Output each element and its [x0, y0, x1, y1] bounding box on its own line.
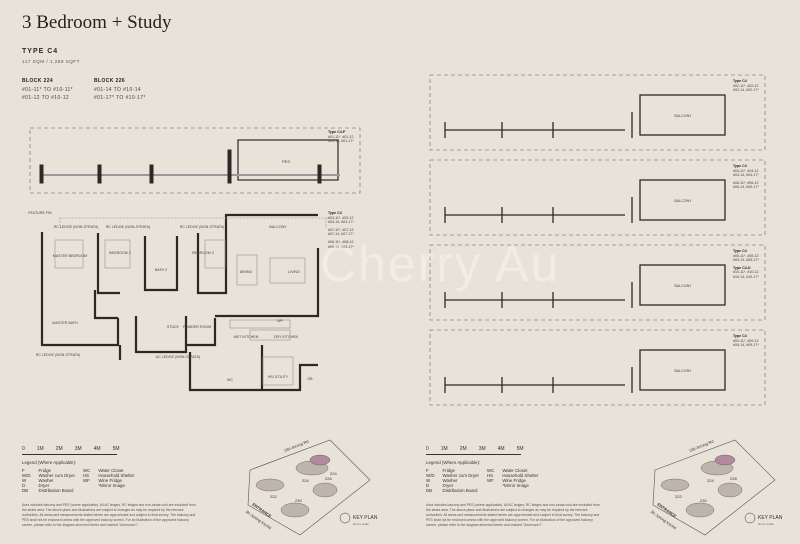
room-balcony: BALCONY [269, 225, 287, 229]
room-study: STUDY [167, 325, 180, 329]
pes-floor-plan [39, 139, 340, 184]
type-c4-label: Type C4 #03-11*, #03-12#03-14, #03-17* #… [328, 211, 354, 249]
room-bedroom-3: BEDROOM 3 [192, 251, 214, 255]
disclaimer: Area includes balcony and PES (where app… [22, 503, 196, 527]
main-floor-plan [40, 213, 320, 392]
svg-text:KEY PLAN: KEY PLAN [758, 515, 783, 521]
svg-text:KEY PLAN: KEY PLAN [353, 515, 378, 521]
svg-text:224: 224 [330, 471, 337, 476]
room-wf: WF [277, 319, 283, 323]
unit-type: TYPE C4 [22, 48, 59, 55]
page-title: 3 Bedroom + Study [22, 12, 172, 33]
svg-text:Old Jurong Rd: Old Jurong Rd [284, 439, 310, 453]
svg-text:Not to scale: Not to scale [758, 522, 774, 526]
upper-plan-2 [444, 179, 726, 223]
room-db: DB [308, 377, 314, 381]
room-wc: WC [227, 378, 233, 382]
ac-ledge: AC LEDGE (NON-STRATA) [156, 355, 200, 359]
north-compass-icon [339, 512, 351, 524]
room-dry-kitchen: DRY KITCHEN [274, 335, 299, 339]
balcony-2: BALCONY [674, 199, 692, 203]
svg-text:228: 228 [325, 476, 332, 481]
svg-text:Old Jurong Rd: Old Jurong Rd [689, 439, 715, 453]
level-label-2: Type C4#04-11*, #04-12#04-14, #04-17* #0… [733, 164, 759, 190]
rc-ledge-1: RC LEDGE (NON-STRATA) [54, 225, 99, 229]
room-master-bath: MASTER BATH [52, 321, 78, 325]
upper-plan-1 [444, 94, 726, 138]
room-hs-utility: HS/ UTILITY [268, 375, 289, 379]
svg-text:230: 230 [700, 498, 707, 503]
block-224: BLOCK 224#01-11* TO #10-11*#01-12 TO #10… [22, 78, 74, 101]
level-label-4: Type C4#09-11*, #09-12#09-14, #09-17* [733, 334, 759, 348]
level-label-1: Type C4#02-11*, #02-12#02-14, #02-17* [733, 79, 759, 93]
pes-plan-outline [29, 127, 361, 194]
svg-text:Not to scale: Not to scale [353, 522, 369, 526]
plan-outline-4 [429, 329, 766, 406]
room-dining: DINING [240, 270, 253, 274]
svg-text:222: 222 [675, 494, 682, 499]
room-bedroom-2: BEDROOM 2 [109, 251, 131, 255]
room-living: LIVING [288, 270, 300, 274]
upper-plan-3 [444, 264, 726, 308]
pes-label: PES [282, 159, 290, 164]
watermark: Cherry Au [320, 236, 561, 292]
unit-area: 117 SQM / 1,259 SQFT [22, 59, 80, 64]
svg-text:224: 224 [707, 478, 714, 483]
room-master-bedroom: MASTER BEDROOM [53, 254, 88, 258]
plan-outline-3 [429, 244, 766, 321]
level-label-3: Type C4#05-11*, #05-12#05-14, #05-17* Ty… [733, 249, 759, 279]
balcony-1: BALCONY [674, 114, 692, 118]
room-bath-2: BATH 2 [155, 268, 167, 272]
block-226: BLOCK 226#01-14 TO #10-14#01-17* TO #10-… [94, 78, 146, 101]
room-wet-kitchen: WET KITCHEN [234, 335, 259, 339]
feature-fin: FEATURE FIN [28, 211, 52, 215]
balcony-4: BALCONY [674, 369, 692, 373]
type-c4p-label: Type C4-P#01-11*, #01-12#01-14, #01-17* [328, 130, 354, 144]
svg-text:230: 230 [295, 498, 302, 503]
svg-text:224: 224 [302, 478, 309, 483]
svg-text:228: 228 [730, 476, 737, 481]
rc-ledge-4: RC LEDGE (NON-STRATA) [36, 353, 81, 357]
svg-text:222: 222 [270, 494, 277, 499]
rc-ledge-3: RC LEDGE (NON-STRATA) [180, 225, 225, 229]
north-compass-icon [744, 512, 756, 524]
room-powder: POWDER ROOM [183, 325, 211, 329]
balcony-3: BALCONY [674, 284, 692, 288]
rc-ledge-2: RC LEDGE (NON-STRATA) [106, 225, 151, 229]
upper-plan-4 [444, 349, 726, 393]
plan-outline-2 [429, 159, 766, 236]
plan-outline-1 [429, 74, 766, 151]
